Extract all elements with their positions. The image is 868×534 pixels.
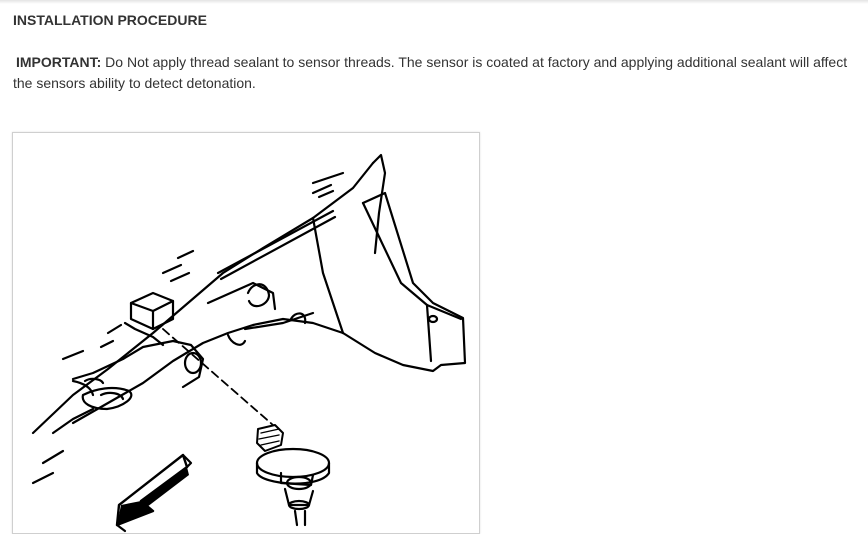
section-heading: INSTALLATION PROCEDURE: [13, 12, 207, 28]
installation-figure: [12, 132, 480, 534]
knock-sensor-illustration: [31, 153, 467, 533]
important-label: IMPORTANT:: [16, 54, 102, 70]
important-text: Do Not apply thread sealant to sensor th…: [13, 54, 848, 91]
top-divider: [0, 0, 868, 4]
important-note: IMPORTANT: Do Not apply thread sealant t…: [13, 52, 865, 94]
